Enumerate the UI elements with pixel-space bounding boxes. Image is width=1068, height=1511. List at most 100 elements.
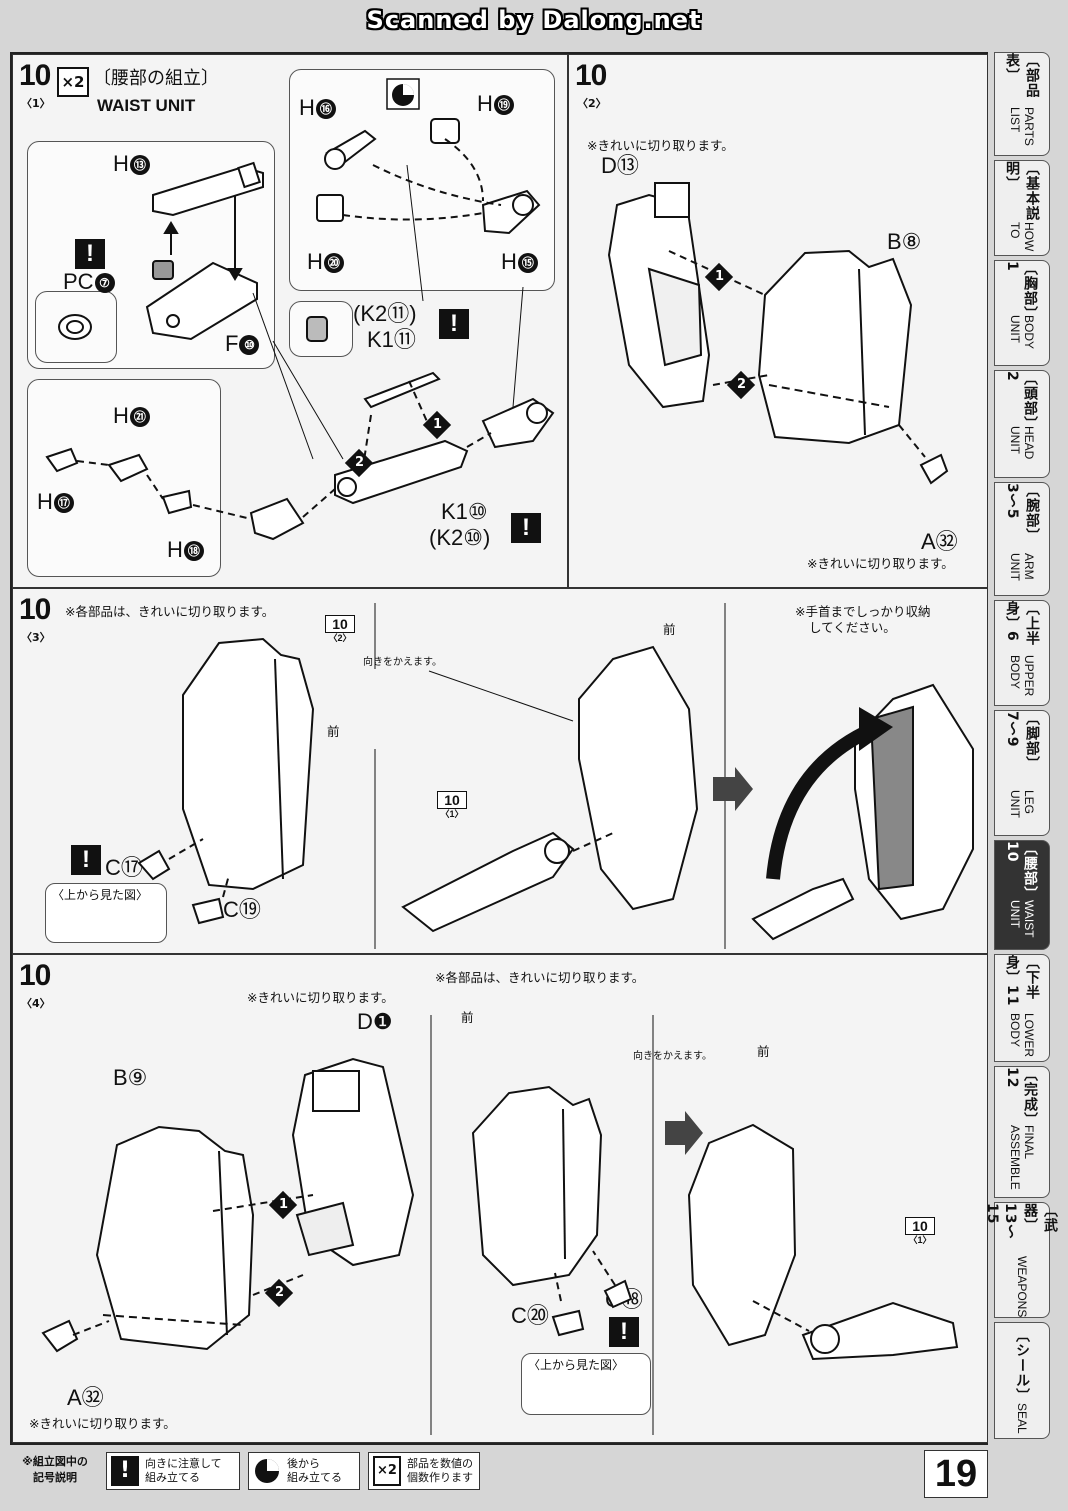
stow-wrist-note: ※手首までしっかり収納 xyxy=(795,604,931,619)
step-number: 10 xyxy=(19,59,51,92)
multiplier-icon: ×2 xyxy=(373,1456,401,1486)
cut-all-parts-note: ※各部品は、きれいに切り取ります。 xyxy=(435,970,645,985)
tab-seal[interactable]: 〔シール〕SEAL xyxy=(994,1322,1050,1439)
part-label-k2-11: (K2⑪) xyxy=(353,301,417,326)
part-label-b9: B⑨ xyxy=(113,1065,148,1090)
legend-multiplier: ×2 部品を数値の個数作ります xyxy=(368,1452,480,1490)
step-10-3-panel: 10 〈3〉 ※各部品は、きれいに切り取ります。 10〈2〉 向きをかえます。 … xyxy=(12,588,988,954)
part-label-k1-10: K1⑩ xyxy=(441,499,488,524)
substep-label: 〈3〉 xyxy=(21,631,51,644)
tab-label-jp: 〔頭部〕2 xyxy=(1004,371,1038,424)
sequence-badge-2: 2 xyxy=(275,1285,285,1300)
tab-label-en: FINAL ASSEMBLE xyxy=(1008,1125,1036,1190)
rear-skirt-drawing xyxy=(41,1015,959,1435)
tab-label-jp: 〔部品表〕 xyxy=(1004,53,1040,98)
part-label-b8: B⑧ xyxy=(887,229,922,254)
front-direction-label: 前 xyxy=(327,724,340,739)
front-direction-label: 前 xyxy=(461,1010,474,1025)
tab-label-jp: 〔下半身〕11 xyxy=(1004,955,1040,1007)
sequence-badge-1: 1 xyxy=(433,417,443,432)
part-label-a32: A㉜ xyxy=(921,529,958,554)
reference-step-10-2: 10〈2〉 xyxy=(325,615,355,643)
cut-cleanly-note: ※きれいに切り取ります。 xyxy=(29,1416,176,1431)
tab-label-jp: 〔腰部〕10 xyxy=(1004,841,1038,894)
step-number: 10 xyxy=(19,593,51,626)
substep-label: 〈2〉 xyxy=(577,97,607,110)
part-label-c19: C⑲ xyxy=(223,897,261,922)
step-10-1-panel: 10 〈1〉 ×2 〔腰部の組立〕 WAIST UNIT xyxy=(12,54,568,588)
symbol-legend: ※組立図中の記号説明 ! 向きに注意して組み立てる 後から組み立てる ×2 部品… xyxy=(10,1448,976,1496)
step-number: 10 xyxy=(19,959,51,992)
step-10-2-panel: 10 〈2〉 ※きれいに切り取ります。 D⑬ B⑧ A㉜ ※きれいに切り取ります… xyxy=(568,54,988,588)
step-number: 10 xyxy=(575,59,607,92)
front-direction-label: 前 xyxy=(663,622,676,637)
arm-stow-drawing xyxy=(137,603,974,949)
rear-assembly-icon xyxy=(255,1459,279,1483)
tab-label-jp: 〔腕部〕3〜5 xyxy=(1004,483,1040,543)
part-label-k1-11: K1⑪ xyxy=(367,327,416,352)
sequence-badge-2: 2 xyxy=(737,377,747,392)
reference-step-10-1: 10〈1〉 xyxy=(437,791,467,819)
tab-label-en: SEAL xyxy=(1015,1402,1029,1434)
top-view-inset: 〈上から見た図〉 xyxy=(45,883,167,943)
tab-parts-list[interactable]: 〔部品表〕 PARTS LIST xyxy=(994,52,1050,156)
part-label-c17: C⑰ xyxy=(105,855,143,880)
tab-how-to[interactable]: 〔基本説明〕HOW TO xyxy=(994,160,1050,256)
orientation-warning-icon: ! xyxy=(511,513,541,543)
tab-label-en: UPPER BODY xyxy=(1008,655,1036,697)
waist-unit-parts-drawing xyxy=(45,78,555,541)
page-number: 19 xyxy=(924,1450,988,1498)
orientation-warning-icon: ! xyxy=(439,309,469,339)
turn-around-note: 向きをかえます。 xyxy=(363,657,442,668)
top-view-inset: 〈上から見た図〉 xyxy=(521,1353,651,1415)
substep-label: 〈1〉 xyxy=(21,97,51,110)
part-label-a32: A㉜ xyxy=(67,1385,104,1410)
tab-label-jp: 〔上半身〕6 xyxy=(1004,601,1040,646)
cut-cleanly-note: ※きれいに切り取ります。 xyxy=(587,138,734,153)
tab-label-en: LOWER BODY xyxy=(1008,1012,1036,1057)
orientation-warning-icon: ! xyxy=(609,1317,639,1347)
orientation-warning-icon: ! xyxy=(71,845,101,875)
tab-label-jp: 〔基本説明〕 xyxy=(1004,161,1040,221)
part-label-d1: D❶ xyxy=(357,1009,393,1034)
cut-cleanly-note: ※きれいに切り取ります。 xyxy=(807,556,954,571)
sequence-badge-1: 1 xyxy=(279,1197,289,1212)
sequence-badge-1: 1 xyxy=(715,269,725,284)
warning-icon: ! xyxy=(111,1456,139,1486)
legend-title: ※組立図中の記号説明 xyxy=(22,1455,88,1484)
tab-label-jp: 〔武器〕13〜15 xyxy=(984,1203,1058,1240)
tab-label-en: HOW TO xyxy=(1008,221,1036,252)
stow-wrist-note: してください。 xyxy=(809,620,896,635)
multiplier-badge: ×2 xyxy=(57,67,89,97)
tab-label-jp: 〔脚部〕7〜9 xyxy=(1004,711,1040,771)
orientation-warning-icon: ! xyxy=(75,239,105,269)
front-direction-label: 前 xyxy=(757,1044,770,1059)
part-label-k2-10: (K2⑩) xyxy=(429,525,491,550)
tab-label-en: WEAPONS xyxy=(1015,1255,1029,1317)
tab-label-en: LEG UNIT xyxy=(1008,789,1036,818)
tab-label-en: WAIST UNIT xyxy=(1008,899,1036,937)
tab-label-en: PARTS LIST xyxy=(1008,106,1036,146)
legend-rear-assembly: 後から組み立てる xyxy=(248,1452,360,1490)
substep-label: 〈4〉 xyxy=(21,997,51,1010)
tab-label-jp: 〔シール〕 xyxy=(1014,1327,1030,1403)
cut-cleanly-note: ※きれいに切り取ります。 xyxy=(247,990,394,1005)
tab-label-en: BODY UNIT xyxy=(1008,315,1036,349)
tab-label-en: HEAD UNIT xyxy=(1008,426,1036,460)
